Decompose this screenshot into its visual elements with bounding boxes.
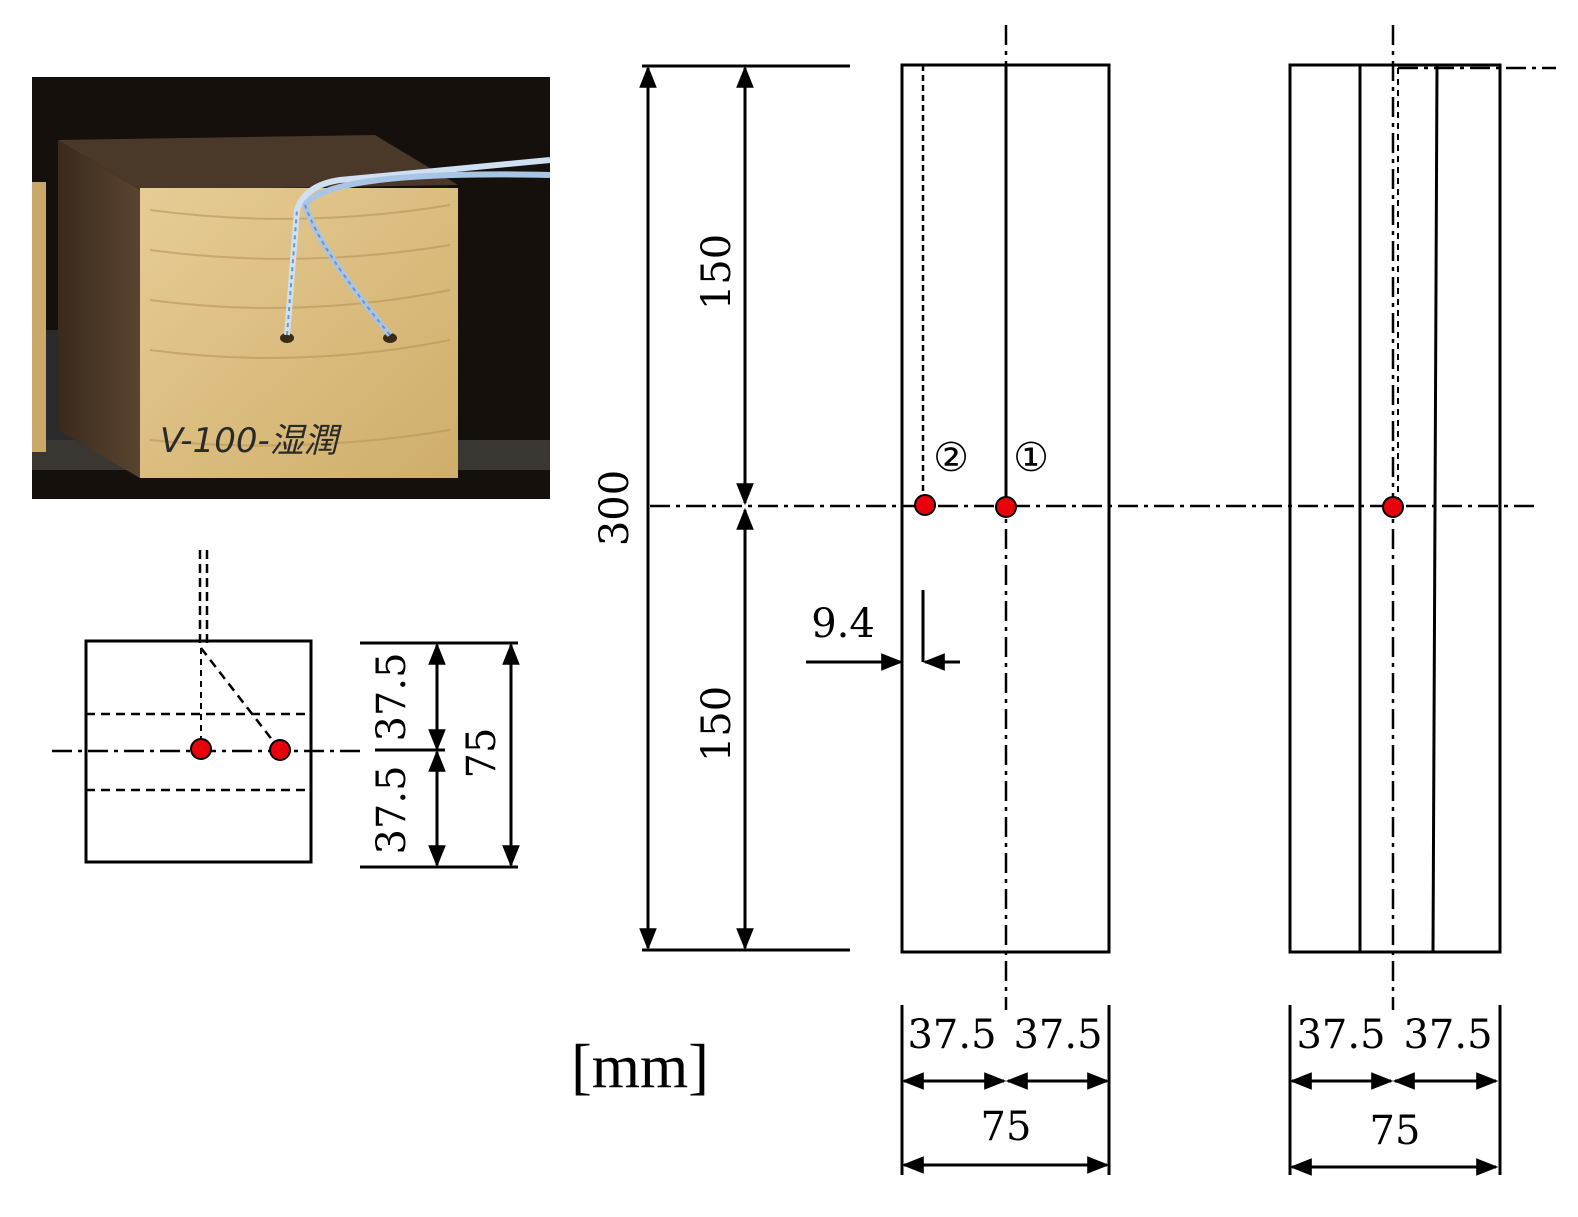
section-dim-lower: 37.5 (369, 765, 415, 854)
side-view (1288, 25, 1556, 1010)
front-sensor-2 (914, 494, 936, 516)
dim-upper-half: 150 (694, 234, 740, 310)
elevation-dimensions (639, 64, 850, 952)
dim-total-height: 300 (592, 470, 638, 546)
units-label: [mm] (571, 1033, 709, 1101)
section-dim-upper: 37.5 (369, 652, 415, 741)
cross-section (52, 550, 363, 864)
section-sensor-1 (190, 738, 212, 760)
front-dim-total: 75 (981, 1104, 1032, 1150)
dim-offset: 9.4 (811, 601, 875, 647)
front-view-dimensions (900, 1005, 1111, 1175)
section-dimensions (360, 641, 520, 869)
front-sensor-1 (995, 496, 1017, 518)
side-dim-left: 37.5 (1296, 1012, 1385, 1058)
dim-lower-half: 150 (694, 686, 740, 762)
side-dim-right: 37.5 (1403, 1012, 1492, 1058)
sensor-1-label: ① (1013, 435, 1049, 481)
specimen-photo: V-100-湿潤 (32, 77, 551, 499)
front-view (806, 25, 1111, 1010)
section-dim-total: 75 (459, 728, 505, 779)
side-view-dimensions (1288, 1005, 1502, 1176)
side-dim-total: 75 (1370, 1108, 1421, 1154)
front-dim-left: 37.5 (907, 1012, 996, 1058)
section-sensor-2 (269, 739, 291, 761)
front-dim-right: 37.5 (1013, 1012, 1102, 1058)
photo-specimen-label: V-100-湿潤 (160, 421, 343, 461)
side-sensor (1382, 496, 1404, 518)
sensor-2-label: ② (933, 435, 969, 481)
